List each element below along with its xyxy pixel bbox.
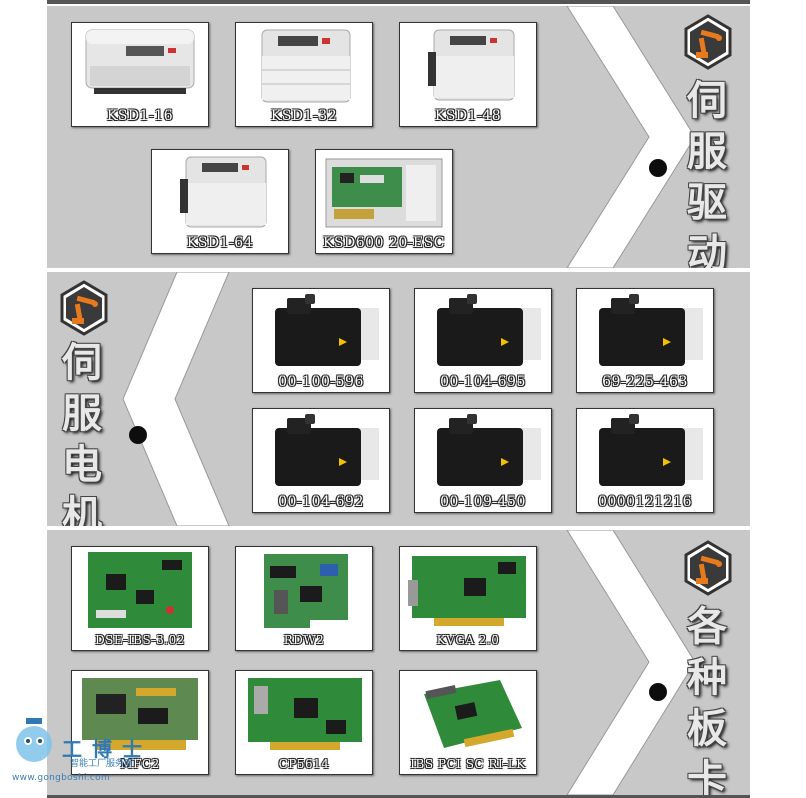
pcb-image: [424, 680, 522, 748]
servo-motor-image: [275, 294, 379, 366]
product-card-motor[interactable]: 0000121216: [576, 408, 714, 513]
product-card-board[interactable]: RDW2: [235, 546, 373, 651]
product-label: 00-100-596: [278, 374, 364, 390]
pointer-dot-icon: [649, 159, 667, 177]
top-border: [47, 0, 750, 4]
servo-drive-image: [180, 156, 267, 228]
product-label: DSE-IBS-3.02: [95, 633, 185, 647]
product-card-board[interactable]: KVGA 2.0: [399, 546, 537, 651]
product-label: 69-225-463: [602, 374, 688, 390]
product-label: KSD1-48: [434, 108, 502, 124]
product-card-board[interactable]: MFC2: [71, 670, 209, 775]
robot-arm-hex-icon: [59, 280, 109, 336]
servo-drive-image: [428, 29, 515, 101]
watermark-brand: 工博士: [62, 737, 152, 761]
bottom-border: [47, 795, 750, 798]
product-label: 00-104-695: [440, 374, 526, 390]
product-label: 00-109-450: [440, 494, 526, 510]
product-label: IBS PCI SC RI-LK: [410, 757, 526, 771]
robot-arm-hex-icon: [683, 14, 733, 70]
section-title-boards: 各种板卡: [687, 604, 727, 795]
section-boards: 各种板卡 DSE-IBS-3.02 RDW2 KVGA 2.0 MFC: [47, 530, 750, 795]
product-card-drive[interactable]: KSD1-16: [71, 22, 209, 127]
product-card-motor[interactable]: 00-104-692: [252, 408, 390, 513]
watermark-url: www.gongboshi.com: [12, 773, 111, 783]
product-card-board[interactable]: IBS PCI SC RI-LK: [399, 670, 537, 775]
pointer-dot-icon: [129, 426, 147, 444]
product-card-motor[interactable]: 00-109-450: [414, 408, 552, 513]
product-card-motor[interactable]: 69-225-463: [576, 288, 714, 393]
watermark-slogan: 智能工厂服务商: [70, 759, 134, 769]
robot-arm-hex-icon: [683, 540, 733, 596]
chevron-left-arrow: [122, 272, 230, 526]
servo-motor-image: [437, 414, 541, 486]
section-servo-motors: 伺服电机 00-100-596 00-104-695 69-225-463: [47, 272, 750, 526]
pcb-image: [264, 554, 348, 628]
product-label: KSD1-64: [186, 235, 254, 251]
product-card-drive[interactable]: KSD1-32: [235, 22, 373, 127]
product-label: 0000121216: [597, 494, 693, 510]
servo-motor-image: [599, 294, 703, 366]
product-label: MFC2: [120, 757, 160, 771]
product-card-drive[interactable]: KSD1-64: [151, 149, 289, 254]
product-card-drive[interactable]: KSD600 20-ESC: [315, 149, 453, 254]
product-label: KVGA 2.0: [436, 633, 500, 647]
product-card-motor[interactable]: 00-100-596: [252, 288, 390, 393]
pcb-image: [408, 556, 526, 626]
product-card-board[interactable]: DSE-IBS-3.02: [71, 546, 209, 651]
servo-motor-image: [599, 414, 703, 486]
product-card-motor[interactable]: 00-104-695: [414, 288, 552, 393]
servo-drive-image: [85, 29, 195, 94]
servo-motor-image: [275, 414, 379, 486]
product-label: KSD600 20-ESC: [322, 235, 445, 251]
product-label: CP5614: [278, 757, 330, 771]
pcb-image: [248, 678, 362, 750]
pointer-dot-icon: [649, 683, 667, 701]
product-label: KSD1-32: [270, 108, 338, 124]
mascot-logo-icon: [16, 718, 52, 762]
section-title-servo-drive: 伺服驱动: [687, 78, 727, 268]
product-label: KSD1-16: [106, 108, 174, 124]
pcb-image: [88, 552, 192, 628]
servo-motor-image: [437, 294, 541, 366]
product-label: 00-104-692: [278, 494, 364, 510]
pcb-image: [82, 678, 198, 750]
product-card-drive[interactable]: KSD1-48: [399, 22, 537, 127]
chevron-right-arrow: [566, 530, 696, 795]
product-label: RDW2: [283, 633, 325, 647]
servo-drive-image: [261, 29, 351, 103]
drive-board-image: [325, 158, 443, 228]
product-card-board[interactable]: CP5614: [235, 670, 373, 775]
chevron-right-arrow: [566, 6, 696, 268]
section-servo-drives: 伺服驱动 KSD1-16 KSD1-32 KSD1-48: [47, 6, 750, 268]
section-title-servo-motor: 伺服电机: [62, 340, 102, 526]
